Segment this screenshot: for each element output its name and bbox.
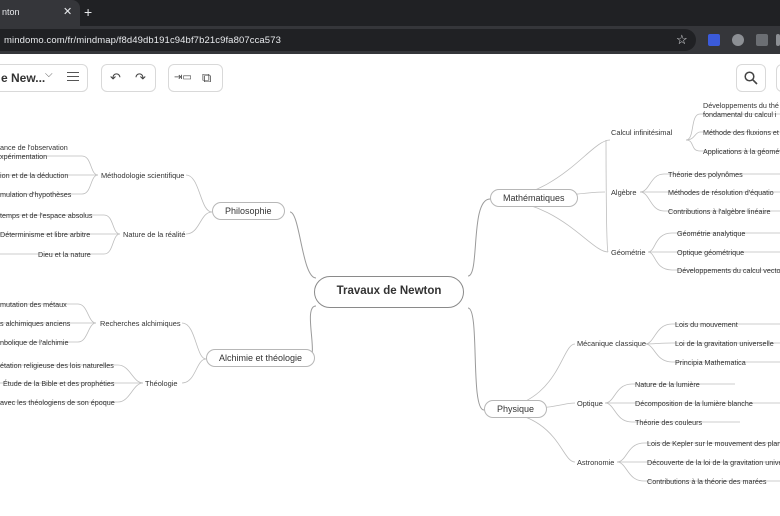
topic-leaf[interactable]: fondamental du calcul i xyxy=(703,110,777,119)
subtopic-optique[interactable]: Optique xyxy=(577,399,603,408)
browser-tab-bar: nton ✕ + xyxy=(0,0,780,26)
topic-leaf[interactable]: Déterminisme et libre arbitre xyxy=(0,230,91,239)
url-field[interactable]: mindomo.com/fr/mindmap/f8d49db191c94bf7b… xyxy=(0,29,696,51)
topic-leaf[interactable]: Loi de la gravitation universelle xyxy=(675,339,774,348)
topic-leaf[interactable]: Principia Mathematica xyxy=(675,358,746,367)
redo-icon[interactable]: ↷ xyxy=(135,70,146,85)
topic-leaf[interactable]: Théorie des couleurs xyxy=(635,418,703,427)
topic-leaf[interactable]: Dieu et la nature xyxy=(38,250,91,259)
subtopic-algebre[interactable]: Algèbre xyxy=(611,188,637,197)
topic-leaf[interactable]: mulation d'hypothèses xyxy=(0,190,72,199)
bookmark-star-icon[interactable]: ☆ xyxy=(676,32,688,47)
subtopic-recherches[interactable]: Recherches alchimiques xyxy=(100,319,181,328)
subtopic-theologie[interactable]: Théologie xyxy=(145,379,178,388)
topic-leaf[interactable]: Optique géométrique xyxy=(677,248,745,257)
topic-leaf[interactable]: Théorie des polynômes xyxy=(668,170,743,179)
topic-leaf[interactable]: étation religieuse des lois naturelles xyxy=(0,361,114,370)
extension-icon[interactable] xyxy=(776,34,780,46)
mindmap-canvas[interactable]: Travaux de Newton Mathématiques Physique… xyxy=(0,100,780,516)
topic-leaf[interactable]: Lois de Kepler sur le mouvement des plan xyxy=(647,439,780,448)
topic-leaf[interactable]: Méthodes de résolution d'équatio xyxy=(668,188,774,197)
topic-leaf[interactable]: ion et de la déduction xyxy=(0,171,69,180)
topic-leaf[interactable]: xpérimentation xyxy=(0,152,48,161)
subtopic-realite[interactable]: Nature de la réalité xyxy=(123,230,186,239)
address-bar: mindomo.com/fr/mindmap/f8d49db191c94bf7b… xyxy=(0,26,780,54)
subtopic-mecanique[interactable]: Mécanique classique xyxy=(577,339,647,348)
browser-tab[interactable]: nton ✕ xyxy=(0,0,80,26)
search-icon[interactable] xyxy=(744,71,758,85)
undo-icon[interactable]: ↶ xyxy=(110,70,121,85)
topic-leaf[interactable]: Contributions à l'algèbre linéaire xyxy=(668,207,771,216)
map-title-group: e New... ⌵ xyxy=(0,64,88,92)
topic-leaf[interactable]: avec les théologiens de son époque xyxy=(0,398,115,407)
extension-icon[interactable] xyxy=(708,34,720,46)
topic-leaf[interactable]: nbolique de l'alchimie xyxy=(0,338,69,347)
toolbar-button-partial[interactable] xyxy=(776,64,780,92)
app-toolbar: e New... ⌵ ↶ ↷ ⇥▭ ⧉ xyxy=(0,54,780,100)
topic-leaf[interactable]: ance de l'observation xyxy=(0,143,68,152)
topic-leaf[interactable]: Décomposition de la lumière blanche xyxy=(635,399,753,408)
topic-leaf[interactable]: mutation des métaux xyxy=(0,300,67,309)
branch-mathematiques[interactable]: Mathématiques xyxy=(490,189,578,207)
topic-leaf[interactable]: s alchimiques anciens xyxy=(0,319,71,328)
branch-philosophie[interactable]: Philosophie xyxy=(212,202,285,220)
tools-group: ⇥▭ ⧉ xyxy=(168,64,223,92)
topic-leaf[interactable]: Nature de la lumière xyxy=(635,380,700,389)
tab-close-icon[interactable]: ✕ xyxy=(63,6,73,18)
insert-topic-icon[interactable]: ⇥▭ xyxy=(174,72,192,83)
topic-leaf[interactable]: Découverte de la loi de la gravitation u… xyxy=(647,458,780,467)
topic-leaf[interactable]: Lois du mouvement xyxy=(675,320,738,329)
topic-leaf[interactable]: Étude de la Bible et des prophéties xyxy=(3,379,115,388)
topic-leaf[interactable]: Développements du thé xyxy=(703,101,779,110)
topic-leaf[interactable]: Contributions à la théorie des marées xyxy=(647,477,767,486)
topic-leaf[interactable]: Développements du calcul vecto xyxy=(677,266,780,275)
branch-alchimie-theologie[interactable]: Alchimie et théologie xyxy=(206,349,316,367)
central-topic[interactable]: Travaux de Newton xyxy=(314,276,464,308)
topic-leaf[interactable]: Méthode des fluxions et xyxy=(703,128,779,137)
undo-redo-group: ↶ ↷ xyxy=(101,64,156,92)
tab-title: nton xyxy=(2,7,20,17)
topic-leaf[interactable]: temps et de l'espace absolus xyxy=(0,211,93,220)
subtopic-calcul[interactable]: Calcul infinitésimal xyxy=(611,128,673,137)
subtopic-astronomie[interactable]: Astronomie xyxy=(577,458,615,467)
search-button[interactable] xyxy=(736,64,766,92)
new-tab-icon[interactable]: + xyxy=(84,4,93,20)
extension-icon[interactable] xyxy=(756,34,768,46)
chevron-down-icon[interactable]: ⌵ xyxy=(45,69,53,80)
subtopic-methodologie[interactable]: Méthodologie scientifique xyxy=(101,171,185,180)
map-title[interactable]: e New... xyxy=(1,71,46,85)
connector-lines xyxy=(0,113,780,482)
extension-icon[interactable] xyxy=(732,34,744,46)
topic-leaf[interactable]: Applications à la géomét xyxy=(703,147,780,156)
url-text: mindomo.com/fr/mindmap/f8d49db191c94bf7b… xyxy=(4,35,281,46)
present-icon[interactable]: ⧉ xyxy=(202,70,212,85)
branch-physique[interactable]: Physique xyxy=(484,400,548,418)
subtopic-geometrie[interactable]: Géométrie xyxy=(611,248,646,257)
menu-icon[interactable] xyxy=(67,72,79,81)
topic-leaf[interactable]: Géométrie analytique xyxy=(677,229,746,238)
